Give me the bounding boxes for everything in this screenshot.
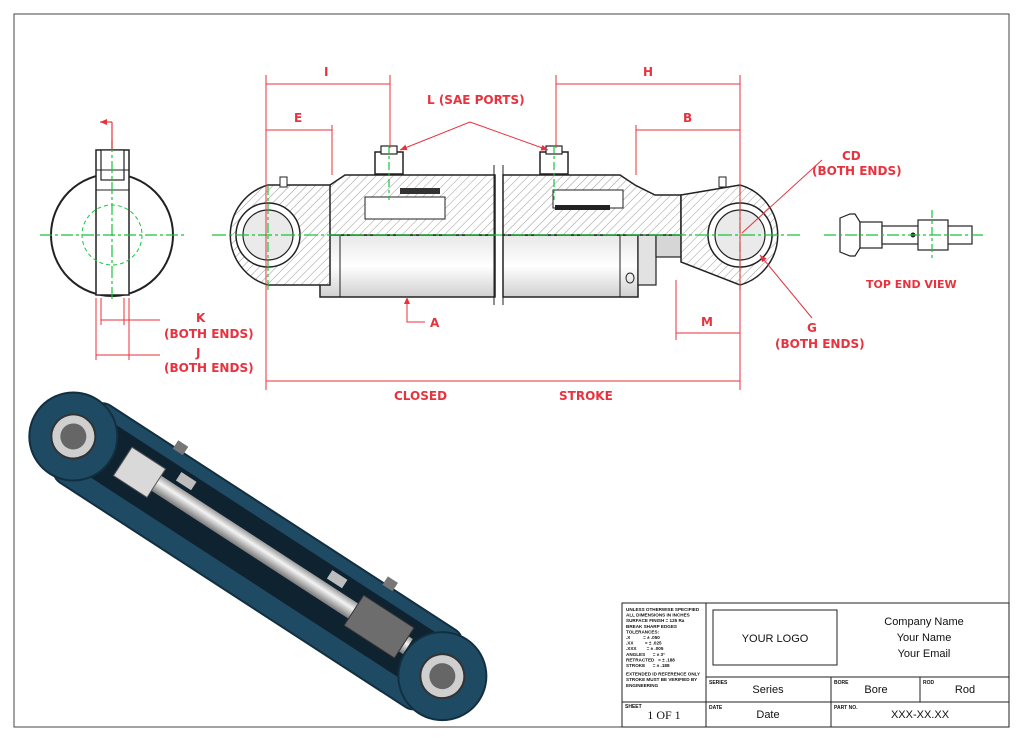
bore-label: BORE bbox=[834, 680, 849, 686]
label-j-both-ends: (BOTH ENDS) bbox=[164, 361, 254, 375]
label-cd: CD bbox=[842, 149, 861, 163]
label-k: K bbox=[196, 311, 206, 325]
top-end-view bbox=[824, 210, 985, 260]
label-i: I bbox=[324, 65, 328, 79]
dimension-k bbox=[95, 298, 160, 360]
rod-label: ROD bbox=[923, 680, 935, 686]
note-line: .XX = ± .025 bbox=[626, 641, 662, 646]
note-line: .XXX = ± .005 bbox=[626, 646, 664, 651]
series-label: SERIES bbox=[709, 680, 728, 686]
note-line: STROKE MUST BE VERIFIED BY bbox=[626, 677, 697, 682]
note-line: STROKE = ± .188 bbox=[626, 663, 670, 668]
logo-placeholder: YOUR LOGO bbox=[742, 633, 809, 645]
note-line: ANGLES = ± 3° bbox=[626, 652, 665, 657]
label-a: A bbox=[430, 316, 440, 330]
title-block bbox=[621, 602, 1010, 728]
your-name: Your Name bbox=[897, 632, 952, 644]
bore-value: Bore bbox=[864, 684, 887, 696]
sheet-value: 1 OF 1 bbox=[647, 708, 680, 722]
note-line: EXTENDED ID REFERENCE ONLY bbox=[626, 672, 700, 677]
label-j: J bbox=[195, 346, 200, 360]
label-e: E bbox=[294, 111, 302, 125]
note-line: RETRACTED = ± .188 bbox=[626, 657, 675, 662]
label-sae-ports: L (SAE PORTS) bbox=[427, 93, 525, 107]
note-line: TOLERANCES: bbox=[626, 629, 660, 634]
label-g: G bbox=[807, 321, 817, 335]
note-line: .X = ± .050 bbox=[626, 635, 660, 640]
series-value: Series bbox=[752, 684, 784, 696]
date-label: DATE bbox=[709, 705, 723, 711]
note-line: ALL DIMENSIONS IN INCHES bbox=[626, 613, 690, 618]
label-b: B bbox=[683, 111, 692, 125]
note-line: UNLESS OTHERWISE SPECIFIED bbox=[626, 607, 700, 612]
rod-value: Rod bbox=[955, 684, 975, 696]
label-top-end-view: TOP END VIEW bbox=[866, 278, 957, 291]
dimension-lines bbox=[265, 75, 823, 390]
your-email: Your Email bbox=[898, 648, 951, 660]
sheet-border bbox=[13, 13, 1010, 728]
label-closed: CLOSED bbox=[394, 389, 447, 403]
cylinder-section-view bbox=[212, 145, 800, 305]
company-name: Company Name bbox=[884, 616, 963, 628]
left-end-view bbox=[40, 119, 185, 300]
part-no-value: XXX-XX.XX bbox=[891, 709, 950, 721]
label-h: H bbox=[643, 65, 653, 79]
part-no-label: PART NO. bbox=[834, 705, 858, 711]
label-m: M bbox=[701, 315, 713, 329]
note-line: SURFACE FINISH = 125 Ra bbox=[626, 618, 685, 623]
label-cd-both-ends: (BOTH ENDS) bbox=[812, 164, 902, 178]
date-value: Date bbox=[756, 709, 779, 721]
cylinder-3d-render bbox=[28, 391, 488, 722]
sheet-label: SHEET bbox=[625, 704, 642, 710]
label-stroke: STROKE bbox=[559, 389, 613, 403]
label-k-both-ends: (BOTH ENDS) bbox=[164, 327, 254, 341]
note-line: ENGINEERING bbox=[626, 683, 659, 688]
note-line: BREAK SHARP EDGES bbox=[626, 624, 677, 629]
label-g-both-ends: (BOTH ENDS) bbox=[775, 337, 865, 351]
